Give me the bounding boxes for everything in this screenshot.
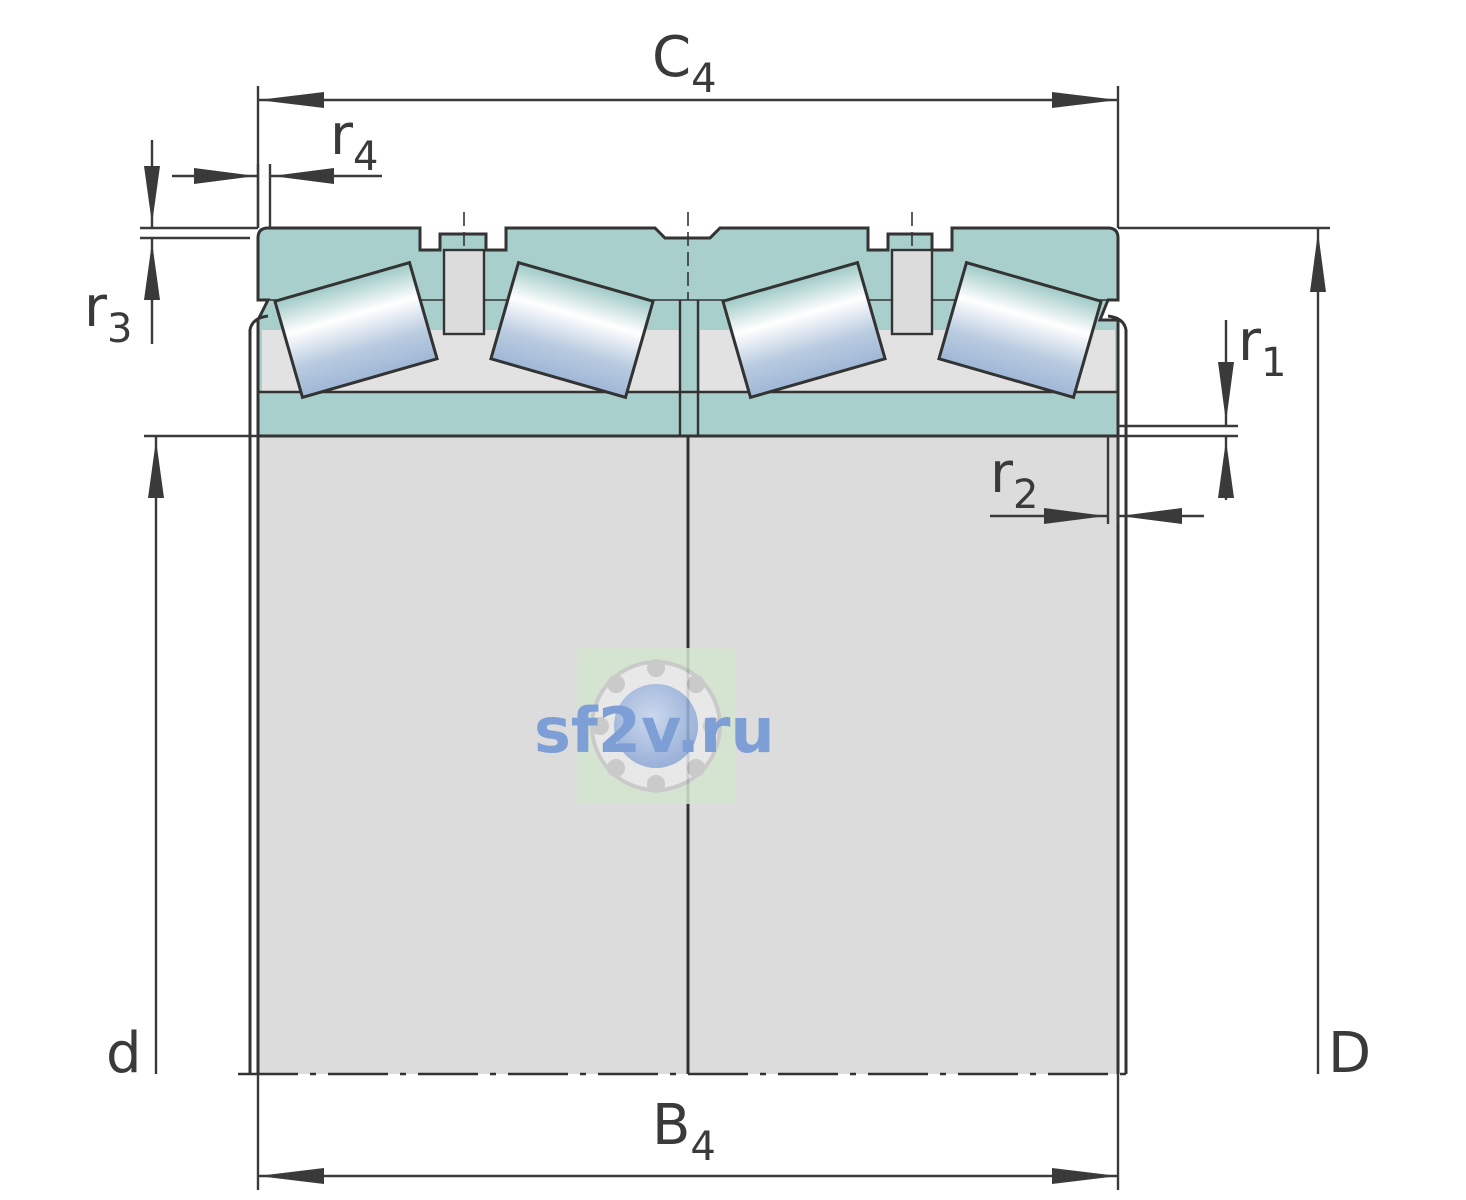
dimension-b4: [256, 1074, 1120, 1190]
label-r1: r1: [1238, 309, 1286, 386]
dimension-r1: [1118, 320, 1238, 500]
watermark-logo: [578, 648, 736, 804]
dimension-r3: [140, 140, 258, 344]
label-D: D: [1328, 1021, 1371, 1086]
watermark-text: sf2v.ru: [534, 694, 775, 767]
dimension-c4: [256, 86, 1120, 228]
dimension-r2: [990, 436, 1204, 524]
label-d: d: [106, 1021, 142, 1086]
roller-2: [489, 260, 655, 400]
dimension-d: [144, 434, 258, 1074]
label-r3: r3: [84, 275, 132, 352]
label-c4: C4: [652, 25, 717, 102]
label-r2: r2: [990, 441, 1038, 518]
roller-4: [937, 260, 1103, 400]
dimension-D: [1118, 226, 1330, 1074]
label-b4: B4: [652, 1093, 716, 1170]
roller-3: [721, 260, 887, 400]
tapered-rollers: [273, 260, 1103, 400]
dimension-r4: [172, 164, 382, 228]
roller-1: [273, 260, 439, 400]
label-r4: r4: [330, 103, 378, 180]
